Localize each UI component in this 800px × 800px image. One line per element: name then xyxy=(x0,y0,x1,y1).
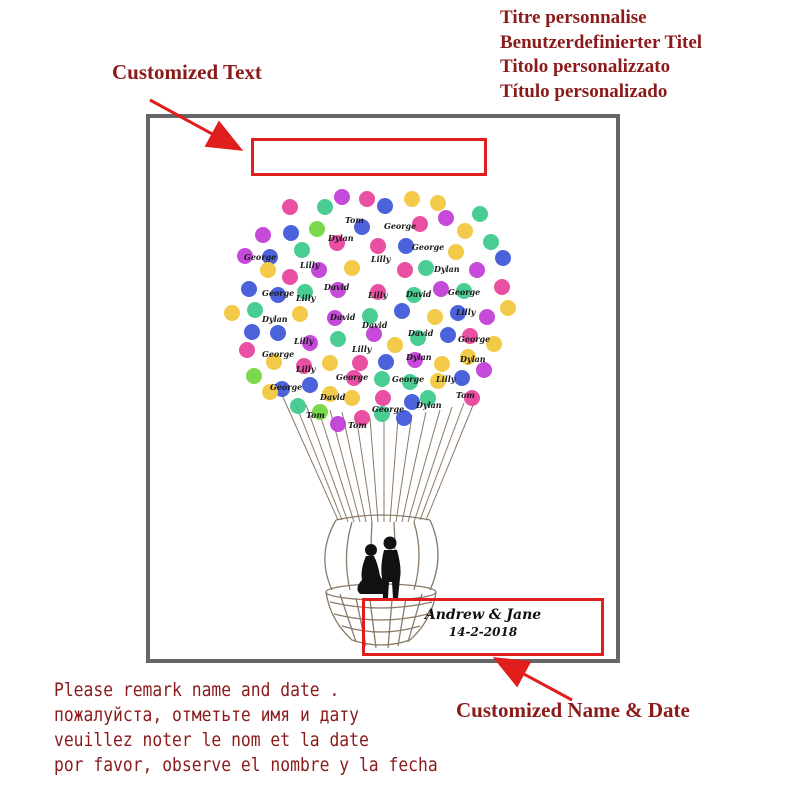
sig-david: David xyxy=(329,312,356,322)
sig-lilly: Lilly xyxy=(370,254,392,264)
sig-lilly: Lilly xyxy=(435,374,457,384)
sig-lilly: Lilly xyxy=(299,260,321,270)
sig-dylan: Dylan xyxy=(433,264,460,274)
sig-george: George xyxy=(458,334,490,344)
couple-silhouette-icon xyxy=(357,536,401,598)
sig-george: George xyxy=(412,242,444,252)
sig-lilly: Lilly xyxy=(293,336,315,346)
custom-name-date-box xyxy=(362,598,604,656)
sig-lilly: Lilly xyxy=(367,290,389,300)
fingerprint-balloon xyxy=(224,189,516,432)
sig-george: George xyxy=(336,372,368,382)
customized-name-date-label: Customized Name & Date xyxy=(456,698,690,722)
sig-george: George xyxy=(270,382,302,392)
sig-george: George xyxy=(262,349,294,359)
remark-english: Please remark name and date . xyxy=(54,679,340,701)
sig-george: George xyxy=(384,221,416,231)
sig-david: David xyxy=(323,282,350,292)
sig-dylan: Dylan xyxy=(459,354,486,364)
sig-george: George xyxy=(244,252,276,262)
sig-dylan: Dylan xyxy=(327,233,354,243)
sig-tom: Tom xyxy=(348,420,367,430)
title-spanish: Título personalizado xyxy=(500,80,668,102)
couple-name-date: Andrew & Jane 14-2-2018 xyxy=(365,601,601,639)
sig-david: David xyxy=(405,289,432,299)
sig-lilly: Lilly xyxy=(351,344,373,354)
sig-david: David xyxy=(319,392,346,402)
custom-title-translations: Titre personnalise Benutzerdefinierter T… xyxy=(500,6,702,104)
sig-lilly: Lilly xyxy=(455,307,477,317)
balloon-basket xyxy=(324,514,439,649)
custom-title-box xyxy=(251,138,487,176)
wedding-date: 14-2-2018 xyxy=(448,625,518,639)
sig-dylan: Dylan xyxy=(405,352,432,362)
customized-text-label: Customized Text xyxy=(112,60,262,84)
title-french: Titre personnalise xyxy=(500,7,647,28)
sig-lilly: Lilly xyxy=(295,293,317,303)
sig-george: George xyxy=(392,374,424,384)
sig-george: George xyxy=(372,404,404,414)
sig-lilly: Lilly xyxy=(295,364,317,374)
sig-dylan: Dylan xyxy=(261,314,288,324)
remark-russian: пожалуйста, отметьте имя и дату xyxy=(54,704,359,726)
remark-spanish: por favor, observe el nombre y la fecha xyxy=(54,754,438,776)
print-frame xyxy=(146,114,620,663)
sig-david: David xyxy=(407,328,434,338)
title-italian: Titolo personalizzato xyxy=(500,56,671,77)
sig-george: George xyxy=(262,288,294,298)
sig-tom: Tom xyxy=(456,390,475,400)
arrow-to-name-box xyxy=(492,657,573,702)
sig-tom: Tom xyxy=(306,410,325,420)
sig-david: David xyxy=(361,320,388,330)
balloon-strings xyxy=(281,394,477,523)
title-german: Benutzerdefinierter Titel xyxy=(500,31,703,53)
arrow-to-title-box xyxy=(149,98,244,151)
remark-instructions: Please remark name and date . пожалуйста… xyxy=(54,678,500,778)
sig-george: George xyxy=(448,287,480,297)
sig-dylan: Dylan xyxy=(415,400,442,410)
couple-names: Andrew & Jane xyxy=(424,607,542,623)
fingerprint-signatures: Tom George Dylan George George Lilly Lil… xyxy=(244,215,490,430)
remark-french: veuillez noter le nom et la date xyxy=(54,729,369,751)
sig-tom: Tom xyxy=(345,215,364,225)
